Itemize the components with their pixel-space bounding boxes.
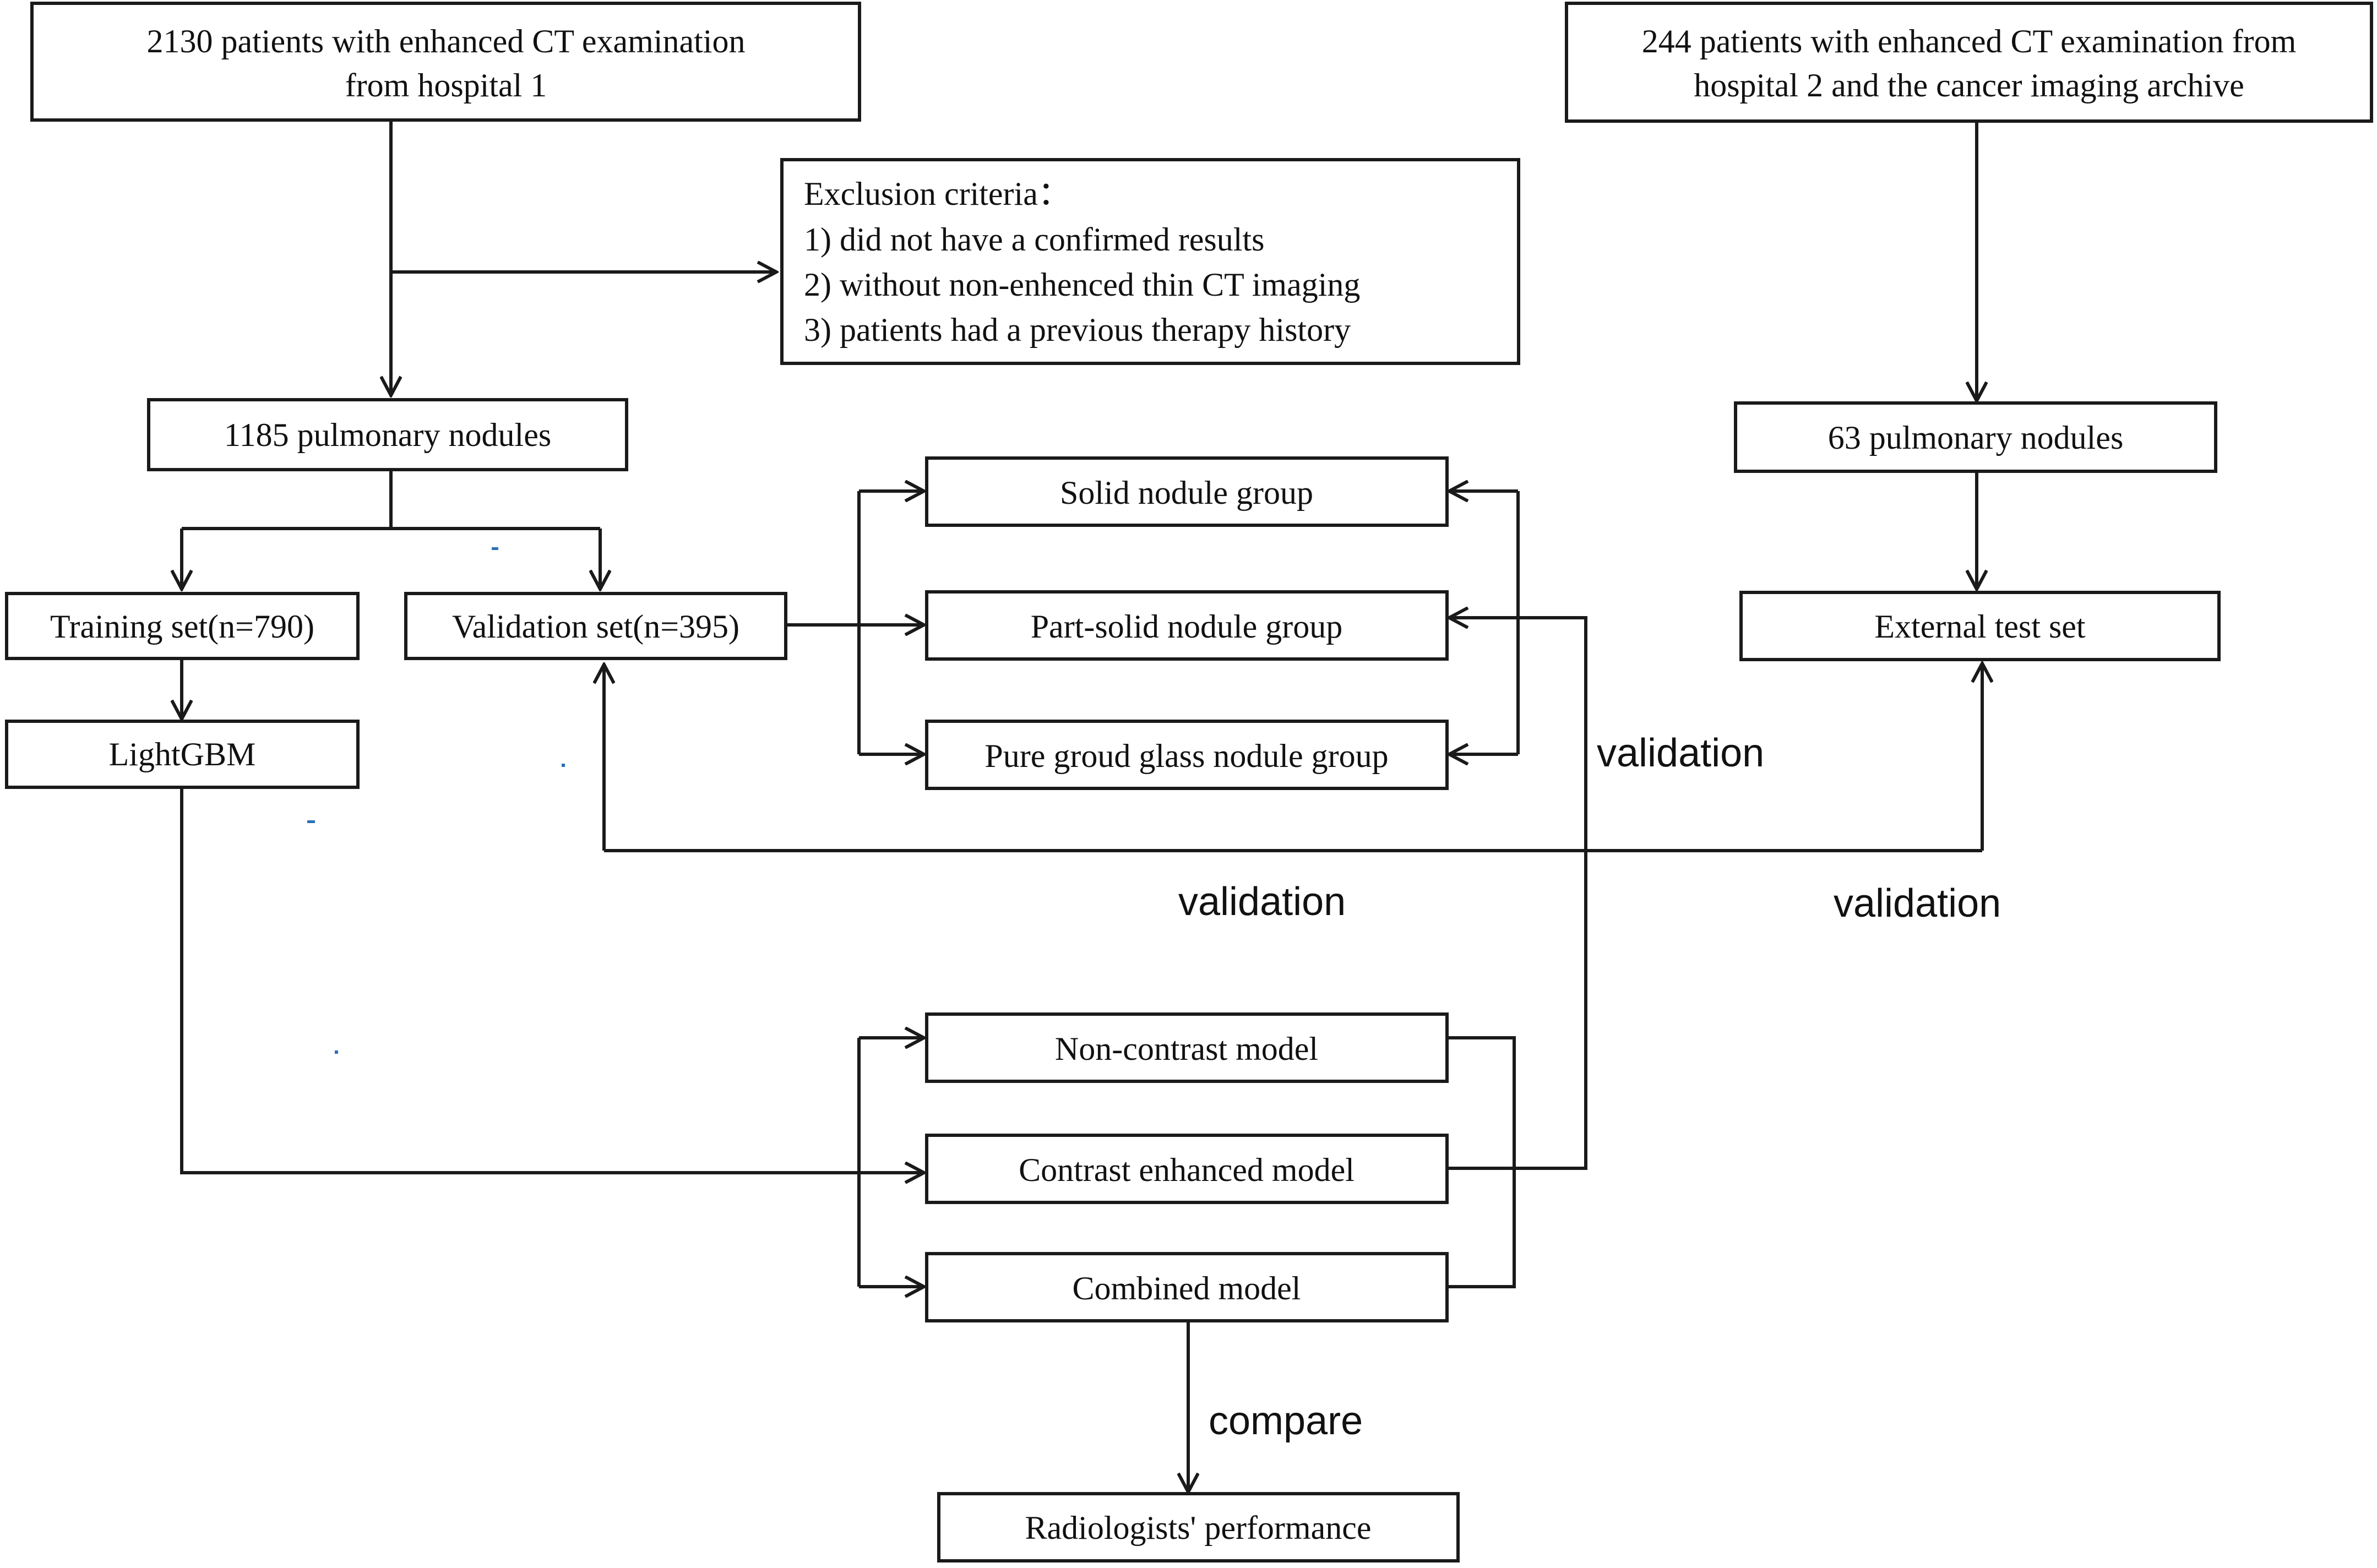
node-hospital1-line2: from hospital 1 <box>345 67 547 104</box>
node-hospital1-line1: 2130 patients with enhanced CT examinati… <box>147 23 746 59</box>
node-hospital1: 2130 patients with enhanced CT examinati… <box>30 2 861 122</box>
node-63-nodules-label: 63 pulmonary nodules <box>1828 420 2124 456</box>
edge-label-validation-right: validation <box>1597 731 1764 775</box>
node-hospital2: 244 patients with enhanced CT examinatio… <box>1565 2 2373 123</box>
node-63-nodules: 63 pulmonary nodules <box>1734 401 2217 473</box>
edge-lightgbm-to-contrast <box>180 787 924 1173</box>
node-pure-ggn-group-label: Pure groud glass nodule group <box>984 738 1388 774</box>
node-hospital2-line1: 244 patients with enhanced CT examinatio… <box>1642 23 2297 59</box>
edge-nodules-split <box>182 470 600 530</box>
edge-label-compare: compare <box>1209 1399 1363 1443</box>
node-radiologists-performance-label: Radiologists' performance <box>1025 1510 1372 1546</box>
node-external-test-set: External test set <box>1739 591 2221 661</box>
stray-mark <box>492 547 498 550</box>
node-contrast-enhanced-model-label: Contrast enhanced model <box>1019 1152 1355 1188</box>
edge-label-validation-external: validation <box>1834 881 2001 925</box>
exclusion-item-1: 1) did not have a confirmed results <box>804 221 1264 258</box>
node-solid-nodule-group-label: Solid nodule group <box>1060 475 1313 511</box>
node-training-set-label: Training set(n=790) <box>50 608 314 645</box>
node-lightgbm: LightGBM <box>5 720 360 789</box>
node-1185-nodules: 1185 pulmonary nodules <box>147 398 628 471</box>
node-pure-ggn-group: Pure groud glass nodule group <box>925 720 1449 790</box>
node-lightgbm-label: LightGBM <box>109 736 256 772</box>
node-combined-model-label: Combined model <box>1073 1270 1301 1306</box>
node-part-solid-nodule-group: Part-solid nodule group <box>925 590 1449 661</box>
edge-contrast-to-part-solid <box>1448 618 1587 1170</box>
node-hospital2-line2: hospital 2 and the cancer imaging archiv… <box>1694 67 2244 104</box>
stray-mark <box>562 764 565 767</box>
node-validation-set: Validation set(n=395) <box>404 592 787 660</box>
node-validation-set-label: Validation set(n=395) <box>452 608 739 645</box>
node-combined-model: Combined model <box>925 1252 1449 1322</box>
node-radiologists-performance: Radiologists' performance <box>937 1492 1460 1562</box>
edge-models-right-bracket <box>1448 1036 1516 1288</box>
exclusion-title: Exclusion criteria： <box>804 176 1071 212</box>
edge-label-validation-middle: validation <box>1178 880 1346 924</box>
exclusion-item-2: 2) without non-enhenced thin CT imaging <box>804 266 1360 303</box>
node-solid-nodule-group: Solid nodule group <box>925 456 1449 527</box>
node-part-solid-nodule-group-label: Part-solid nodule group <box>1031 608 1343 645</box>
node-external-test-set-label: External test set <box>1874 608 2086 645</box>
node-training-set: Training set(n=790) <box>5 592 360 660</box>
node-non-contrast-model-label: Non-contrast model <box>1055 1031 1318 1067</box>
node-contrast-enhanced-model: Contrast enhanced model <box>925 1134 1449 1204</box>
node-exclusion-criteria: Exclusion criteria： 1) did not have a co… <box>780 158 1520 365</box>
node-non-contrast-model: Non-contrast model <box>925 1012 1449 1083</box>
exclusion-item-3: 3) patients had a previous therapy histo… <box>804 312 1351 348</box>
node-1185-nodules-label: 1185 pulmonary nodules <box>224 417 551 453</box>
stray-mark <box>335 1050 338 1054</box>
connectors <box>182 120 1982 1492</box>
stray-mark <box>307 820 315 823</box>
